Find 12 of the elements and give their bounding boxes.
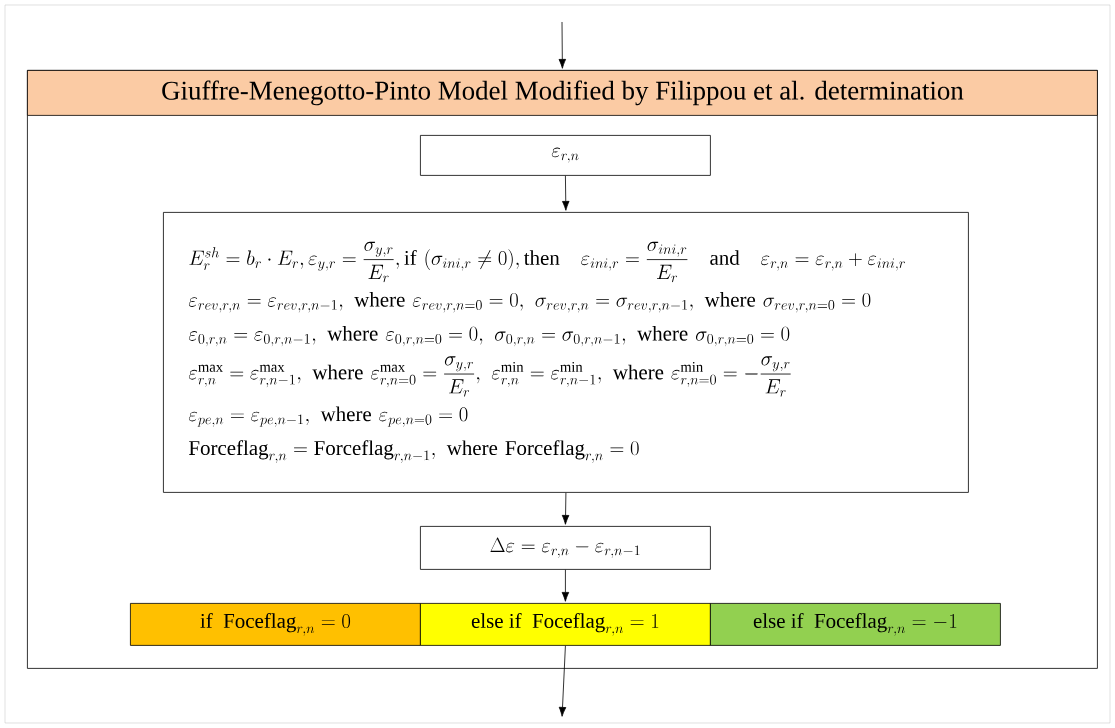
- arrow: [561, 569, 570, 602]
- title-band: Giuffre-Menegotto-Pinto Model Modified by Filippou et al. determination: [27, 70, 1098, 116]
- branch-box: $\text{else if }\ \mathrm{Foceflag}_{r,n}=-1$: [710, 603, 1001, 646]
- arrow: [561, 492, 570, 525]
- formula-box: $\varepsilon_{r,n}$: [420, 135, 711, 176]
- branch-box: $\text{else if }\ \mathrm{Foceflag}_{r,n}=1$: [420, 603, 711, 646]
- arrow: [558, 21, 567, 69]
- arrow: [558, 645, 567, 717]
- branch-box: $\text{if }\ \mathrm{Foceflag}_{r,n}=0$: [130, 603, 421, 646]
- arrow: [562, 175, 570, 211]
- formula-box: $\Delta\varepsilon=\varepsilon_{r,n}-\varepsilon_{r,n-1}$: [420, 526, 711, 570]
- equation-box: $E_r^{sh}=b_r\cdot E_r,\varepsilon_{y,r}=\dfrac{\sigma_{y,r}}{E_r},\text{if }(\sigma_{ini,r}\neq 0),\text{then}\quad\varepsilon_{ini,r}=\dfrac{\sigma_{ini,r}}{E_r}\quad\text{and}\quad\varepsilon_{r,n}=\varepsilon_{r,n}+\varepsilon_{ini,r}$ $\varepsilon_{rev,r,n}=\varepsilon_{rev,r,n-1},\text{ where }\varepsilon_{rev,r,n=0}=0,\ \sigma_{rev,r,n}=\sigma_{rev,r,n-1},\text{ where }\sigma_{rev,r,n=0}=0$ $\varepsilon_{0,r,n}=\varepsilon_{0,r,n-1},\text{ where }\varepsilon_{0,r,n=0}=0,\ \sigma_{0,r,n}=\sigma_{0,r,n-1},\text{ where }\sigma_{0,r,n=0}=0$ $\varepsilon_{r,n}^{\max}=\varepsilon_{r,n-1}^{\max},\text{ where }\varepsilon_{r,n=0}^{\max}=\dfrac{\sigma_{y,r}}{E_r},\ \varepsilon_{r,n}^{\min}=\varepsilon_{r,n-1}^{\min},\text{ where }\varepsilon_{r,n=0}^{\min}=-\dfrac{\sigma_{y,r}}{E_r}$ $\varepsilon_{pe,n}=\varepsilon_{pe,n-1},\text{ where }\varepsilon_{pe,n=0}=0$ $\mathrm{Forceflag}_{r,n}=\mathrm{Forceflag}_{r,n-1},\text{ where }\mathrm{Forceflag}_{r,n}=0$: [163, 212, 969, 493]
